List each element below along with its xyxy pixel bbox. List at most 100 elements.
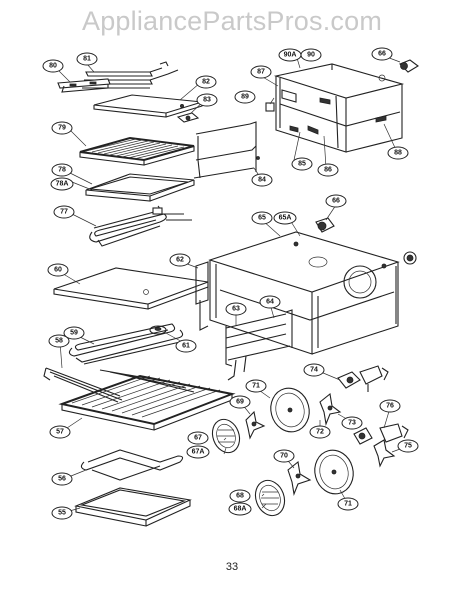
callout-69: 69 [229,395,251,409]
svg-text:62: 62 [176,257,184,264]
callout-73: 73 [341,416,363,430]
callout-55: 55 [51,506,73,520]
part-89 [265,102,275,112]
svg-text:65: 65 [258,215,266,222]
callout-63: 63 [225,302,247,316]
svg-text:71: 71 [252,383,260,390]
callout-76: 76 [379,399,401,413]
svg-text:59: 59 [70,330,78,337]
tray-55 [74,487,192,527]
callout-90: 90 [300,48,322,62]
callout-81: 81 [76,52,98,66]
callout-71-lower: 71 [337,497,359,511]
callout-74: 74 [303,363,325,377]
callout-84-top: 84 [251,173,273,187]
callout-66-mid: 66 [325,194,347,208]
svg-text:90A: 90A [284,52,297,59]
svg-text:80: 80 [49,63,57,70]
callout-72: 72 [309,425,331,439]
fan-cover-67 [211,418,241,454]
callout-87: 87 [250,65,272,79]
callout-75: 75 [397,439,419,453]
svg-text:76: 76 [386,403,394,410]
callout-77: 77 [53,205,75,219]
svg-text:66: 66 [378,51,386,58]
svg-text:60: 60 [54,267,62,274]
element-59 [68,323,184,365]
tray-78 [85,173,195,202]
svg-text:90: 90 [307,52,315,59]
callout-67: 67 [187,431,209,445]
callout-67A: 67A [186,445,210,459]
svg-text:82: 82 [202,79,210,86]
svg-text:86: 86 [324,167,332,174]
fan-cover-68 [254,479,286,517]
motor-76 [353,423,409,445]
callout-66-top: 66 [371,47,393,61]
bracket-80 [57,78,111,93]
svg-text:67: 67 [194,435,202,442]
callout-68: 68 [229,489,251,503]
callout-90A: 90A [278,48,302,62]
svg-text:58: 58 [55,338,63,345]
svg-text:78: 78 [58,167,66,174]
svg-text:83: 83 [203,97,211,104]
svg-text:69: 69 [236,399,244,406]
svg-text:79: 79 [58,125,66,132]
svg-text:75: 75 [404,443,412,450]
callout-62: 62 [169,253,191,267]
fan-70 [287,460,312,497]
callout-70: 70 [273,449,295,463]
page-number: 33 [225,561,239,573]
svg-text:67A: 67A [192,449,205,456]
cover-71-lower [314,449,354,495]
svg-text:71: 71 [344,501,352,508]
knob-66-mid [315,217,335,233]
svg-text:84: 84 [258,177,266,184]
svg-text:57: 57 [56,429,64,436]
callout-80: 80 [42,59,64,73]
svg-text:63: 63 [232,306,240,313]
svg-text:74: 74 [310,367,318,374]
callout-64: 64 [259,295,281,309]
panel-60 [53,267,209,310]
callout-56: 56 [51,472,73,486]
svg-text:81: 81 [83,56,91,63]
svg-text:78A: 78A [56,181,69,188]
svg-text:88: 88 [394,150,402,157]
callout-83: 83 [196,93,218,107]
upper-oven-cavity-90 [273,63,405,153]
svg-text:87: 87 [257,69,265,76]
svg-text:70: 70 [280,453,288,460]
fan-75 [373,439,396,468]
bake-element-77 [89,205,192,247]
svg-text:77: 77 [60,209,68,216]
callout-58: 58 [48,334,70,348]
lower-oven-cavity-65 [208,231,400,355]
panel-82 [93,94,203,118]
svg-text:68A: 68A [234,506,247,513]
svg-text:89: 89 [241,94,249,101]
callout-60: 60 [47,263,69,277]
svg-text:56: 56 [58,476,66,483]
callout-59: 59 [63,326,85,340]
callout-65: 65 [251,211,273,225]
svg-text:73: 73 [348,420,356,427]
oven-rack-79 [79,136,195,166]
svg-text:68: 68 [236,493,244,500]
watermark: AppliancePartsPros.com [81,6,383,36]
part-62 [195,261,209,331]
svg-text:66: 66 [332,198,340,205]
callout-88: 88 [387,146,409,160]
callout-71-top: 71 [245,379,267,393]
svg-text:85: 85 [298,161,306,168]
element-56 [80,449,184,481]
callout-86: 86 [317,163,339,177]
callout-89: 89 [234,90,256,104]
callout-61: 61 [175,339,197,353]
rack-supports-63-64 [225,309,293,381]
knob-right [403,251,417,265]
callout-82: 82 [195,75,217,89]
rack-supports-84 [193,121,260,179]
